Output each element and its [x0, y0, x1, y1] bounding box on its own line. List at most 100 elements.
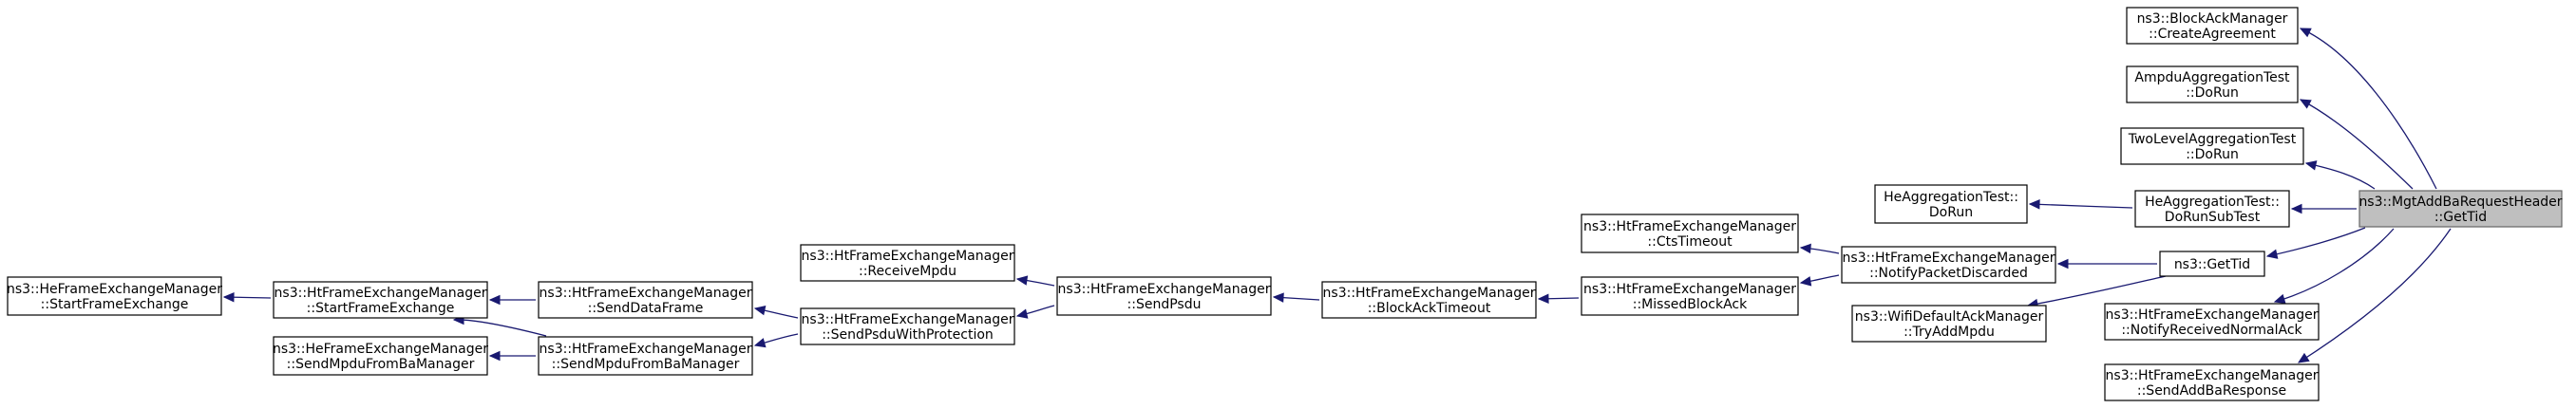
node-label: ::CtsTimeout — [1647, 234, 1733, 250]
edge-line — [2300, 99, 2414, 190]
node-label: ns3::HtFrameExchangeManager — [1323, 286, 1536, 301]
node-box — [538, 281, 753, 319]
node-box — [800, 244, 1015, 282]
node-label: ns3::BlockAckManager — [2137, 11, 2288, 27]
node-root[interactable]: ns3::MgtAddBaRequestHeader::GetTid — [2358, 190, 2563, 228]
node-label: ::StartFrameExchange — [307, 301, 455, 316]
node-bam-create[interactable]: ns3::BlockAckManager::CreateAgreement — [2126, 7, 2299, 45]
edge-arrowhead — [1799, 243, 1811, 254]
node-ht-startframeexchange[interactable]: ns3::HtFrameExchangeManager::StartFrameE… — [273, 281, 488, 319]
node-box — [2358, 190, 2563, 228]
edge-root-to-heagg_subtest — [2290, 203, 2357, 214]
node-box — [538, 336, 753, 376]
node-label: ::TryAddMpdu — [1904, 325, 1995, 340]
edge-arrowhead — [2297, 352, 2310, 363]
node-he-sendmpdufromba[interactable]: ns3::HeFrameExchangeManager::SendMpduFro… — [273, 336, 488, 376]
node-box — [2104, 303, 2320, 341]
node-box — [1851, 305, 2047, 343]
edge-ht_missedblockack-to-ht_blockacktimeout — [1537, 293, 1580, 305]
node-label: ::ReceiveMpdu — [859, 264, 957, 279]
node-box — [1841, 246, 2056, 284]
edge-arrowhead — [753, 338, 767, 348]
edge-arrowhead — [2299, 28, 2312, 38]
edge-ht_senddataframe-to-ht_startframeexchange — [488, 294, 536, 306]
edge-arrowhead — [753, 305, 767, 316]
node-he-startframeexchange[interactable]: ns3::HeFrameExchangeManager::StartFrameE… — [7, 276, 222, 316]
edge-line — [453, 319, 547, 337]
node-label: DoRun — [1929, 205, 1973, 220]
edge-root-to-ht_notifynormalack — [2273, 228, 2395, 304]
edge-arrowhead — [1537, 293, 1549, 305]
node-ht-senddataframe[interactable]: ns3::HtFrameExchangeManager::SendDataFra… — [538, 281, 753, 319]
node-ht-notifynormalack[interactable]: ns3::HtFrameExchangeManager::NotifyRecei… — [2104, 303, 2320, 341]
node-ht-missedblockack[interactable]: ns3::HtFrameExchangeManager::MissedBlock… — [1581, 276, 1799, 316]
node-heagg-dorun[interactable]: HeAggregationTest::DoRun — [1874, 184, 2028, 224]
node-label: ns3::HtFrameExchangeManager — [802, 249, 1014, 264]
node-box — [2159, 251, 2265, 277]
node-label: ::SendAddBaResponse — [2137, 383, 2286, 399]
node-label: ::NotifyReceivedNormalAck — [2121, 323, 2302, 338]
edge-ht_sendpsdu-to-ht_receivempdu — [1015, 275, 1055, 287]
node-ht-sendpsdu[interactable]: ns3::HtFrameExchangeManager::SendPsdu — [1056, 276, 1272, 316]
edge-ht_sendpsdu-to-ht_sendpsduwp — [1015, 305, 1055, 319]
node-label: ::MissedBlockAck — [1633, 297, 1748, 312]
node-label: ns3::WifiDefaultAckManager — [1855, 309, 2044, 325]
node-ht-sendmpdufromba[interactable]: ns3::HtFrameExchangeManager::SendMpduFro… — [538, 336, 753, 376]
edge-root-to-ampdu_dorun — [2299, 99, 2414, 190]
edge-line — [2029, 203, 2133, 209]
node-box — [273, 281, 488, 319]
node-label: ns3::MgtAddBaRequestHeader — [2358, 195, 2562, 210]
edge-arrowhead — [2290, 203, 2302, 214]
edge-root-to-twolevel_dorun — [2304, 160, 2376, 190]
node-label: ::SendPsdu — [1127, 297, 1202, 312]
edge-gettid-to-ht_notifydiscarded — [2056, 258, 2157, 270]
node-ht-notifydiscarded[interactable]: ns3::HtFrameExchangeManager::NotifyPacke… — [1841, 246, 2056, 284]
node-box — [2126, 65, 2299, 103]
node-ht-sendaddbaresp[interactable]: ns3::HtFrameExchangeManager::SendAddBaRe… — [2104, 363, 2320, 401]
node-box — [2120, 127, 2304, 165]
node-label: HeAggregationTest:: — [1884, 190, 2018, 205]
node-label: ::DoRun — [2186, 147, 2239, 162]
node-ht-ctstimeout[interactable]: ns3::HtFrameExchangeManager::CtsTimeout — [1581, 214, 1799, 253]
edge-ht_sendmpdufromba-to-ht_startframeexchange — [452, 314, 547, 337]
node-label: TwoLevelAggregationTest — [2128, 132, 2297, 147]
node-label: ns3::HtFrameExchangeManager — [540, 286, 752, 301]
node-label: ns3::HtFrameExchangeManager — [1058, 282, 1271, 297]
node-gettid[interactable]: ns3::GetTid — [2159, 251, 2265, 277]
node-ht-receivempdu[interactable]: ns3::HtFrameExchangeManager::ReceiveMpdu — [800, 244, 1015, 282]
edge-arrowhead — [1799, 276, 1812, 287]
edge-arrowhead — [1272, 292, 1284, 303]
node-label: ns3::HtFrameExchangeManager — [2106, 368, 2319, 383]
node-label: ::StartFrameExchange — [41, 297, 189, 312]
edge-ht_notifydiscarded-to-ht_missedblockack — [1799, 274, 1840, 287]
node-wifi-tryaddmpdu[interactable]: ns3::WifiDefaultAckManager::TryAddMpdu — [1851, 305, 2047, 343]
edge-arrowhead — [2056, 258, 2069, 270]
edge-arrowhead — [1015, 275, 1029, 286]
node-box — [2104, 363, 2320, 401]
node-ht-sendpsduwp[interactable]: ns3::HtFrameExchangeManager::SendPsduWit… — [800, 307, 1015, 345]
edge-root-to-ht_sendaddbaresp — [2297, 228, 2452, 363]
edge-line — [2274, 228, 2395, 303]
node-ampdu-dorun[interactable]: AmpduAggregationTest::DoRun — [2126, 65, 2299, 103]
edge-ht_notifydiscarded-to-ht_ctstimeout — [1799, 243, 1840, 254]
node-heagg-subtest[interactable]: HeAggregationTest::DoRunSubTest — [2134, 190, 2290, 228]
node-label: ns3::HtFrameExchangeManager — [2106, 307, 2319, 323]
node-label: ::SendMpduFromBaManager — [552, 357, 740, 372]
edge-heagg_subtest-to-heagg_dorun — [2028, 199, 2133, 210]
node-label: ::CreateAgreement — [2149, 27, 2276, 42]
node-label: ns3::HtFrameExchangeManager — [802, 312, 1014, 327]
node-label: ns3::HtFrameExchangeManager — [275, 286, 487, 301]
node-twolevel-dorun[interactable]: TwoLevelAggregationTest::DoRun — [2120, 127, 2304, 165]
edge-arrowhead — [1015, 308, 1029, 319]
edge-arrowhead — [2265, 249, 2279, 259]
edge-arrowhead — [488, 294, 501, 306]
node-label: ns3::HtFrameExchangeManager — [540, 342, 752, 357]
edge-line — [2027, 275, 2167, 307]
node-box — [1581, 214, 1799, 253]
node-box — [1581, 276, 1799, 316]
node-label: ::SendMpduFromBaManager — [287, 357, 475, 372]
node-ht-blockacktimeout[interactable]: ns3::HtFrameExchangeManager::BlockAckTim… — [1321, 281, 1537, 319]
node-label: ::GetTid — [2434, 210, 2487, 225]
node-label: ns3::GetTid — [2174, 257, 2250, 272]
